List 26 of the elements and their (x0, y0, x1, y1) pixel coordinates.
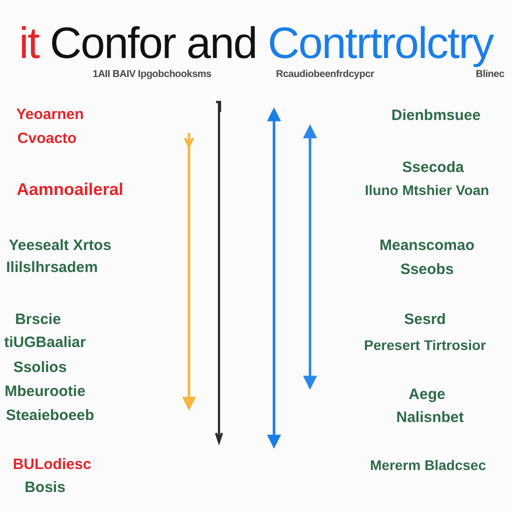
item-text: Aege (408, 386, 446, 404)
item-text: Ililslhrsadem (6, 259, 98, 277)
heading-text: Aamnoaileral (16, 180, 124, 200)
item-text: Peresert Tirtrosior (364, 336, 486, 354)
item-text: Steaieboeeb (6, 407, 94, 425)
item-text: Sesrd (404, 311, 446, 329)
heading-text: Cvoacto (17, 130, 77, 148)
item-text: Iluno Mtshier Voan (364, 181, 490, 199)
item-text: Ssolios (13, 359, 67, 377)
item-text: Dienbmsuee (391, 107, 481, 125)
title: it Confor and Contrtrolctry (18, 19, 494, 69)
heading-text: BULodiesc (12, 456, 92, 474)
item-text: Sseobs (400, 261, 454, 279)
item-text: Meanscomao (379, 237, 475, 255)
subtitle-text: Rcaudiobeenfrdcypcr (276, 68, 374, 82)
subtitle-text: 1AII BAIV Ipgobchooksms (92, 68, 212, 82)
heading-text: Yeoarnen (16, 106, 84, 124)
item-text: Bosis (24, 479, 66, 497)
item-text: tiUGBaaliar (4, 334, 86, 352)
item-text: Yeesealt Xrtos (8, 237, 112, 255)
item-text: Mbeurootie (4, 383, 86, 401)
subtitle-text: Blinec (476, 68, 504, 82)
item-text: Mererm Bladcsec (370, 456, 486, 474)
item-text: Ssecoda (402, 159, 464, 177)
item-text: Brscie (15, 311, 61, 329)
item-text: Nalisnbet (396, 409, 464, 427)
